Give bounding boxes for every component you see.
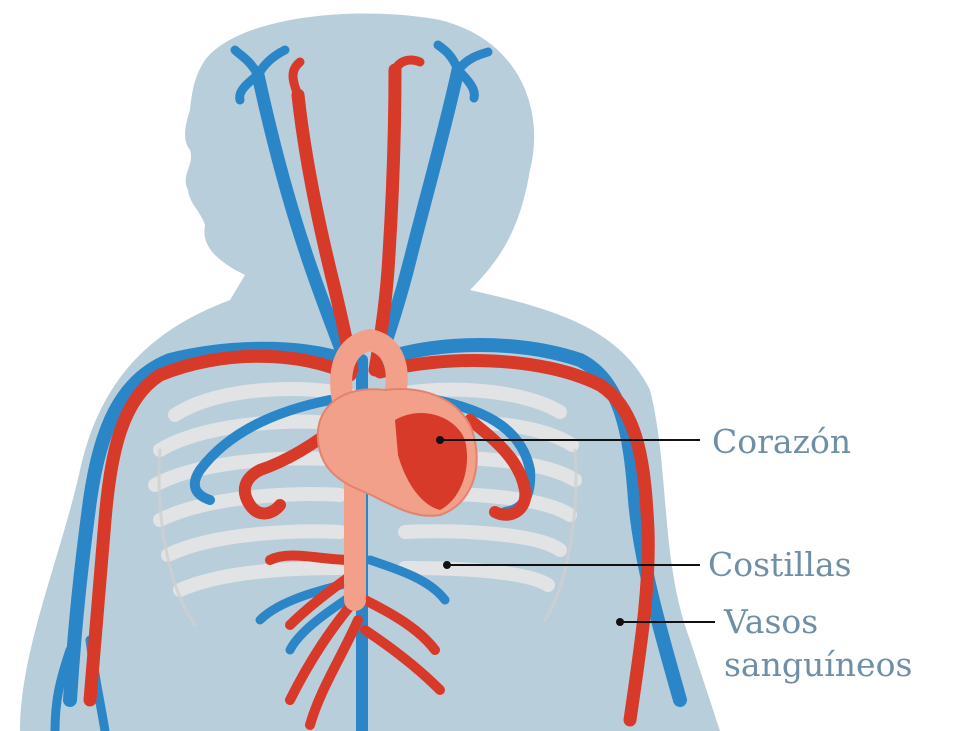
label-vasos-line2: sanguíneos	[724, 643, 912, 687]
label-costillas: Costillas	[708, 543, 852, 587]
pin-vasos	[616, 618, 624, 626]
pin-costillas	[443, 561, 451, 569]
label-vasos-line1: Vasos	[724, 600, 818, 644]
pin-corazon	[436, 436, 444, 444]
label-corazon: Corazón	[712, 420, 851, 464]
